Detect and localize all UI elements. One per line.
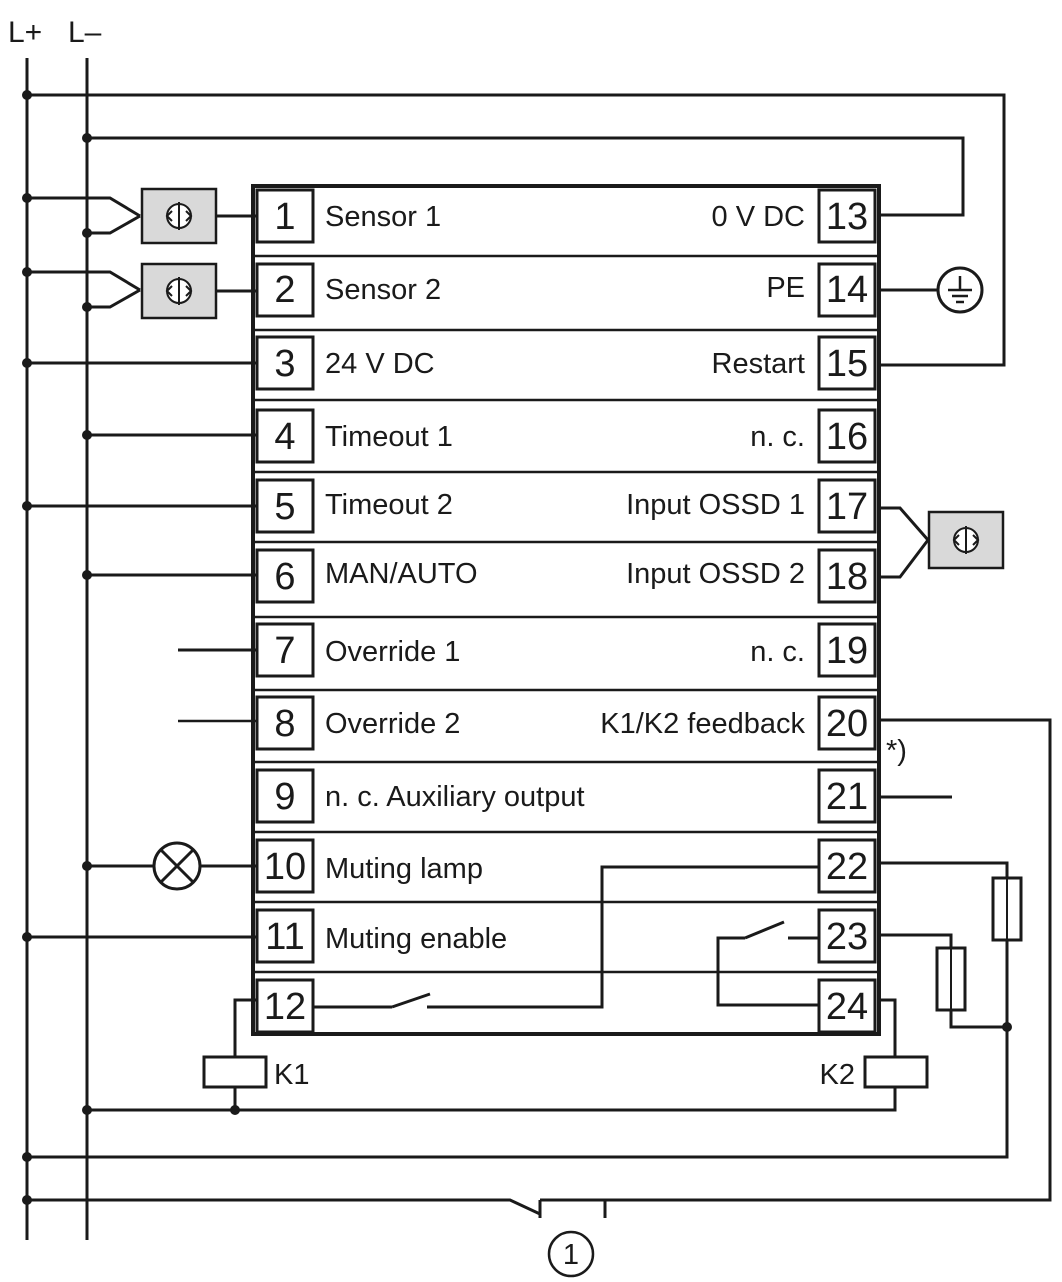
rail-label-l-minus: L– — [68, 16, 102, 49]
relay-k2-coil — [863, 1055, 929, 1089]
terminal-7-label: Override 1 — [325, 636, 460, 668]
wire-0v — [87, 136, 965, 217]
terminal-17-number: 17 — [826, 486, 868, 528]
rail-label-l-plus: L+ — [8, 16, 42, 49]
wire-sensor2-lplus — [27, 270, 141, 292]
terminal-6-label: MAN/AUTO — [325, 558, 478, 590]
terminal-6-number: 6 — [274, 556, 295, 598]
relay-k1-coil — [202, 1055, 268, 1089]
switch-23-contact — [744, 920, 785, 940]
terminal-20-number: 20 — [826, 703, 868, 745]
terminal-1-label: Sensor 1 — [325, 201, 441, 233]
terminal-3-number: 3 — [274, 343, 295, 385]
wire-internal-24 — [716, 936, 819, 1007]
terminal-5-number: 5 — [274, 486, 295, 528]
terminal-14-label: PE — [766, 272, 805, 304]
right-terminal-boxes — [817, 188, 877, 1034]
terminal-2-number: 2 — [274, 269, 295, 311]
wire-fuses-to-lplus — [27, 1027, 1009, 1159]
terminal-13-number: 13 — [826, 196, 868, 238]
terminal-20-label: K1/K2 feedback — [600, 708, 805, 740]
terminal-16-number: 16 — [826, 416, 868, 458]
wire-terminal-23-fuse — [879, 933, 953, 948]
terminal-1-number: 1 — [274, 196, 295, 238]
wire-restart — [27, 93, 1006, 367]
terminal-14-number: 14 — [826, 269, 868, 311]
terminal-3-label: 24 V DC — [325, 348, 435, 380]
terminal-4-number: 4 — [274, 416, 295, 458]
wire-contact-left — [27, 1198, 541, 1216]
left-terminal-numbers: 1 2 3 4 5 6 7 8 9 10 11 12 — [264, 196, 306, 1028]
ossd-sensor-icon — [952, 526, 980, 554]
terminal-17-label: Input OSSD 1 — [626, 489, 805, 521]
wire-feedback-20 — [605, 718, 1052, 1202]
terminal-2-label: Sensor 2 — [325, 274, 441, 306]
terminal-18-label: Input OSSD 2 — [626, 558, 805, 590]
terminal-8-label: Override 2 — [325, 708, 460, 740]
terminal-18-number: 18 — [826, 556, 868, 598]
callout-circle — [547, 1230, 595, 1278]
row-separators — [253, 254, 879, 974]
terminal-5-label: Timeout 2 — [325, 489, 453, 521]
wire-sensor1-lminus — [87, 214, 141, 235]
ground-icon — [936, 266, 984, 314]
feedback-note: *) — [886, 735, 907, 767]
terminal-23-number: 23 — [826, 916, 868, 958]
terminal-8-number: 8 — [274, 703, 295, 745]
left-terminal-boxes — [255, 188, 315, 1034]
terminal-9-number: 9 — [274, 776, 295, 818]
relay-k1-label: K1 — [274, 1059, 309, 1091]
wire-terminal-12-k1 — [233, 998, 257, 1057]
sensor-1-icon — [165, 202, 193, 230]
terminal-19-number: 19 — [826, 630, 868, 672]
switch-12-contact — [391, 992, 431, 1009]
controller-module — [251, 184, 881, 1036]
terminal-10-number: 10 — [264, 846, 306, 888]
terminal-16-label: n. c. — [750, 421, 805, 453]
terminal-21-number: 21 — [826, 776, 868, 818]
left-terminal-labels: Sensor 1 Sensor 2 24 V DC Timeout 1 Time… — [325, 201, 585, 955]
wire-sensor2-lminus — [87, 288, 141, 309]
terminal-12-number: 12 — [264, 986, 306, 1028]
wire-terminal-17 — [879, 506, 930, 541]
wire-fuse-23-join — [949, 1010, 1007, 1029]
right-terminal-labels: 0 V DC PE Restart n. c. Input OSSD 1 Inp… — [600, 201, 805, 740]
wire-terminal-24-k2 — [879, 998, 897, 1057]
terminal-9-label: n. c. Auxiliary output — [325, 781, 585, 813]
terminal-7-number: 7 — [274, 630, 295, 672]
relay-k2-label: K2 — [820, 1059, 855, 1091]
muting-lamp-icon — [152, 841, 202, 891]
terminal-11-number: 11 — [265, 916, 304, 958]
wire-terminal-22-fuse — [879, 861, 1009, 878]
terminal-24-number: 24 — [826, 986, 868, 1028]
terminal-4-label: Timeout 1 — [325, 421, 453, 453]
wire-k1-k2-return — [87, 1087, 897, 1112]
right-terminal-numbers: 13 14 15 16 17 18 19 20 21 22 23 24 — [826, 196, 868, 1028]
wire-terminal-18 — [879, 539, 930, 579]
junction-dots — [22, 90, 1012, 1205]
terminal-10-label: Muting lamp — [325, 853, 483, 885]
wire-internal-22 — [427, 865, 819, 1009]
terminal-15-number: 15 — [826, 343, 868, 385]
sensor-2-icon — [165, 277, 193, 305]
wire-sensor1-lplus — [27, 196, 141, 218]
terminal-11-label: Muting enable — [325, 923, 507, 955]
terminal-22-number: 22 — [826, 846, 868, 888]
terminal-15-label: Restart — [712, 348, 805, 380]
terminal-13-label: 0 V DC — [712, 201, 805, 233]
terminal-19-label: n. c. — [750, 636, 805, 668]
callout-number: 1 — [563, 1239, 579, 1271]
